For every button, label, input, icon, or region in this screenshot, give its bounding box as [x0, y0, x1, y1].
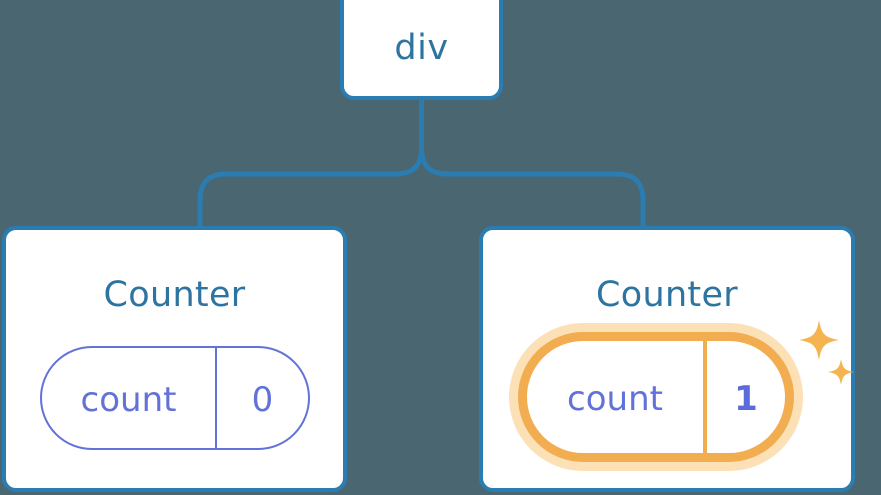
state-pill-right-wrapper: count 1 — [518, 332, 794, 462]
state-pill-left-wrapper: count 0 — [40, 346, 310, 450]
state-pill-left-key: count — [80, 380, 177, 420]
node-div[interactable]: div — [340, 0, 503, 100]
state-pill-left-value-cell: 0 — [217, 348, 308, 448]
connector-branch-right — [419, 147, 646, 226]
state-pill-right[interactable]: count 1 — [518, 332, 794, 462]
state-pill-right-key: count — [567, 379, 663, 419]
state-pill-right-value-cell: 1 — [707, 341, 785, 453]
state-pill-left-value: 0 — [251, 380, 274, 420]
state-pill-right-value: 1 — [734, 379, 758, 419]
state-pill-left[interactable]: count 0 — [40, 346, 310, 450]
connector-branch-left — [197, 147, 424, 226]
state-pill-left-key-cell: count — [42, 348, 217, 448]
node-counter-right-title: Counter — [596, 275, 738, 315]
node-counter-left-title: Counter — [103, 275, 246, 315]
state-pill-right-key-cell: count — [527, 341, 707, 453]
node-div-label: div — [394, 27, 449, 68]
